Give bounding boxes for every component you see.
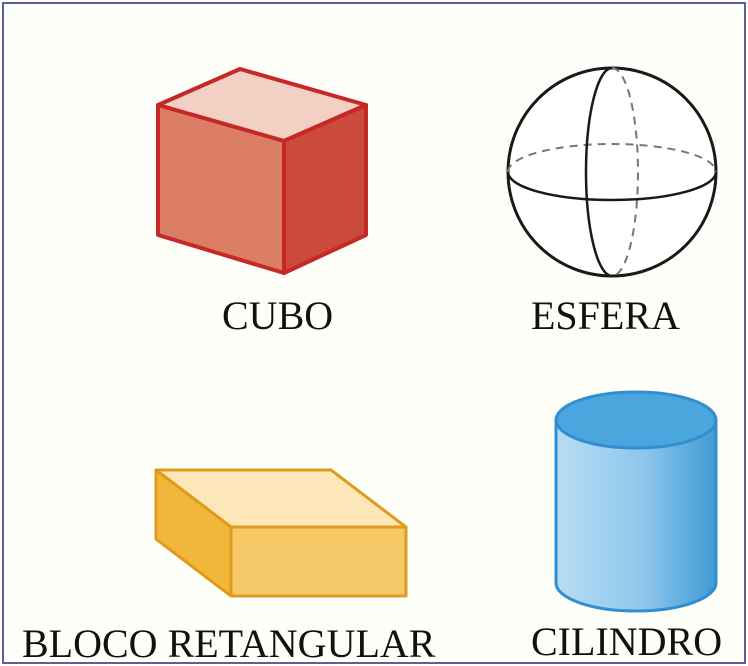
cylinder-body xyxy=(554,418,718,613)
sphere-equator-back xyxy=(507,143,717,173)
cylinder-shape xyxy=(554,390,718,613)
cylinder-label: CILINDRO xyxy=(531,619,723,664)
block-front-face xyxy=(229,525,408,598)
sphere-meridian-front xyxy=(584,66,613,278)
sphere-equator-front xyxy=(506,171,718,202)
cube-label: CUBO xyxy=(222,293,334,338)
cube-right-face xyxy=(282,103,368,275)
cube-shape xyxy=(156,67,368,275)
rectangular-block-shape xyxy=(154,468,408,598)
sphere-outline xyxy=(506,66,718,278)
sphere-label: ESFERA xyxy=(531,293,680,338)
sphere-shape xyxy=(506,66,718,278)
cylinder-top-face xyxy=(554,390,718,450)
sphere-meridian-back xyxy=(611,67,639,277)
rectangular-block-label: BLOCO RETANGULAR xyxy=(22,621,436,666)
